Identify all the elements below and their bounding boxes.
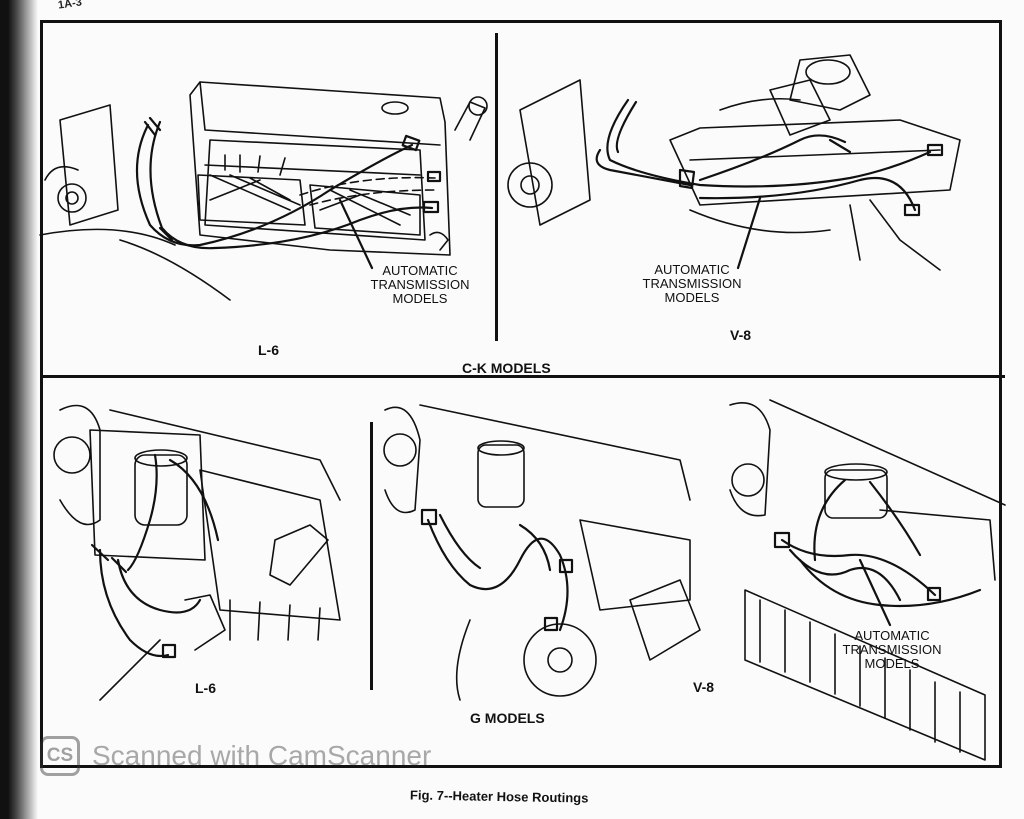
figure-frame <box>40 20 1002 768</box>
ck-v8-callout-line2: TRANSMISSION <box>642 276 742 291</box>
figure-caption: Fig. 7--Heater Hose Routings <box>409 787 589 806</box>
page-binding-shadow <box>0 0 38 819</box>
ck-l6-callout-line1: AUTOMATIC <box>382 263 458 278</box>
g-l6-engine-drawing <box>53 404 341 701</box>
g-l6-label: L-6 <box>195 680 216 696</box>
ck-v8-callout-line1: AUTOMATIC <box>654 262 730 277</box>
g-v8-callout-line1: AUTOMATIC <box>854 628 930 643</box>
ck-v8-heater-hoses <box>595 98 944 270</box>
ck-v8-callout-line3: MODELS <box>664 290 720 305</box>
ck-l6-engine-drawing <box>39 81 488 301</box>
camscanner-text: Scanned with CamScanner <box>92 740 432 771</box>
ck-v8-label: V-8 <box>730 327 752 343</box>
ck-l6-heater-hoses <box>135 116 442 270</box>
ck-l6-callout-line2: TRANSMISSION <box>370 277 470 292</box>
g-section-title: G MODELS <box>470 710 545 726</box>
g-v8-callout-line2: TRANSMISSION <box>842 642 942 657</box>
g-l6-heater-hoses <box>90 453 220 659</box>
ck-panel-divider <box>495 33 498 341</box>
ck-v8-engine-drawing <box>507 54 961 271</box>
g-v8-left-heater-hoses <box>420 508 574 632</box>
ck-v8-callout: AUTOMATIC TRANSMISSION MODELS <box>632 263 752 305</box>
g-v8-callout-line3: MODELS <box>864 656 920 671</box>
g-v8-right-heater-hoses <box>773 478 982 627</box>
g-v8-label: V-8 <box>693 679 715 695</box>
section-divider <box>40 375 1005 378</box>
g-panel-divider <box>370 422 373 690</box>
camscanner-watermark: CS Scanned with CamScanner <box>40 736 431 776</box>
g-v8-callout: AUTOMATIC TRANSMISSION MODELS <box>832 629 952 671</box>
ck-l6-callout-line3: MODELS <box>392 291 448 306</box>
camscanner-logo-icon: CS <box>40 736 80 776</box>
g-v8-right-engine-drawing <box>729 399 1006 761</box>
g-v8-left-engine-drawing <box>383 404 701 701</box>
ck-l6-callout: AUTOMATIC TRANSMISSION MODELS <box>360 264 480 306</box>
ck-section-title: C-K MODELS <box>462 360 551 376</box>
ck-l6-label: L-6 <box>258 342 279 358</box>
